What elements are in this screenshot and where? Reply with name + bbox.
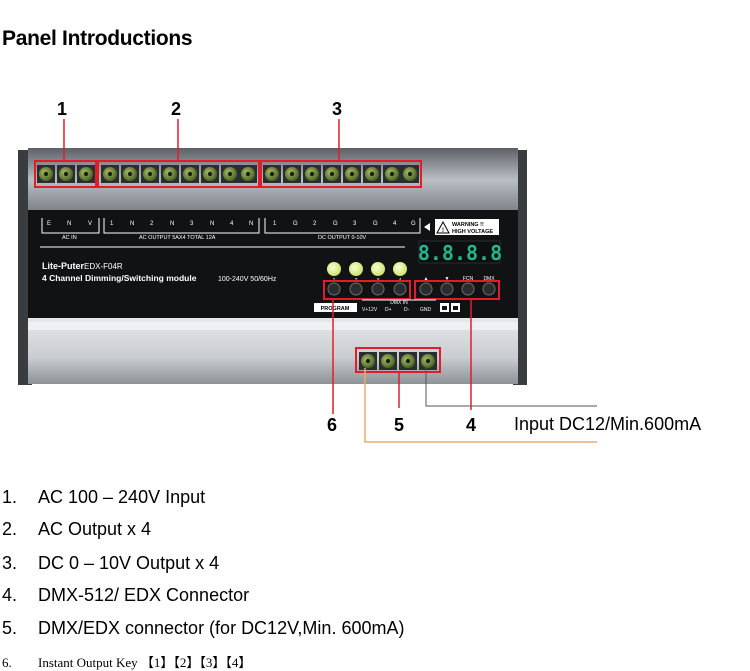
dc-output-terminals: [263, 165, 419, 183]
callout-box-4: [414, 280, 500, 300]
callout-number-5: 5: [394, 415, 405, 435]
model-name: EDX-F04R: [84, 262, 123, 271]
list-item: 1. AC 100 – 240V Input: [2, 487, 205, 508]
nav-label-down: ▼: [445, 276, 450, 282]
dmx-in-label: DMX IN: [390, 300, 408, 306]
power-lead-orange: [364, 368, 597, 443]
nav-label-up: ▲: [424, 276, 429, 282]
ac-in-letter: V: [88, 221, 92, 227]
dmx-input-terminals: [359, 352, 437, 370]
callout-box-1: [34, 160, 97, 188]
callout-number-4: 4: [466, 415, 477, 435]
dc-output-label: DC OUTPUT 0-10V: [318, 235, 367, 241]
ac-out-letter: N: [210, 221, 214, 227]
display-digits: 8.8.8.8: [418, 241, 502, 265]
ac-out-letter: 2: [150, 221, 154, 227]
list-item: 5. DMX/EDX connector (for DC12V,Min. 600m…: [2, 618, 404, 639]
ac-out-letter: 4: [230, 221, 234, 227]
channel-led-3: [371, 262, 385, 276]
warning-label: ! WARNING !! HIGH VOLTAGE: [424, 219, 499, 235]
list-item: 2. AC Output x 4: [2, 519, 151, 540]
dc-out-letter: 1: [273, 221, 277, 227]
dc-out-letter: G: [411, 221, 416, 227]
callout-number-3: 3: [332, 99, 343, 119]
list-item-text: DMX/EDX connector (for DC12V,Min. 600mA): [38, 618, 405, 638]
callout-box-6: [323, 280, 411, 300]
power-lead-gray: [425, 368, 597, 407]
nav-label-fcn: FCN: [463, 276, 474, 282]
page-title: Panel Introductions: [2, 27, 193, 50]
dmx-pin-label: GND: [420, 307, 432, 313]
ac-in-letter: E: [47, 221, 51, 227]
list-item-text: AC Output x 4: [38, 519, 152, 539]
ac-out-letter: 3: [190, 221, 194, 227]
ac-out-letter: N: [170, 221, 174, 227]
callout-number-1: 1: [57, 99, 68, 119]
dc-out-letter: G: [293, 221, 298, 227]
callout-box-3: [260, 160, 422, 188]
ac-output-label: AC OUTPUT 5AX4 TOTAL 12A: [139, 235, 216, 241]
ac-out-letter: N: [249, 221, 253, 227]
ac-in-label: AC IN: [62, 235, 77, 241]
list-item-number: 1.: [2, 487, 18, 507]
ac-output-terminals: [101, 165, 257, 183]
svg-text:WARNING !!: WARNING !!: [452, 222, 484, 228]
list-item: 4. DMX-512/ EDX Connector: [2, 585, 249, 606]
svg-text:HIGH VOLTAGE: HIGH VOLTAGE: [452, 229, 493, 235]
power-input-note: Input DC12/Min.600mA: [514, 414, 702, 434]
callout-number-2: 2: [171, 99, 182, 119]
rj45-ports: [440, 303, 460, 312]
dmx-pin-label: D+: [385, 307, 392, 313]
instant-output-keys: [327, 282, 407, 296]
list-item-number: 4.: [2, 585, 18, 605]
svg-text:!: !: [442, 228, 444, 234]
list-item-text: AC 100 – 240V Input: [38, 487, 206, 507]
seven-segment-display: [418, 240, 501, 264]
program-label: PROGRAM: [321, 306, 350, 312]
brand-logo: Lite-Puter: [42, 261, 85, 271]
ac-out-letter: 1: [110, 221, 114, 227]
dc-out-letter: 4: [393, 221, 397, 227]
navigation-keys: [419, 282, 496, 296]
device-description: 4 Channel Dimming/Switching module: [42, 273, 197, 283]
nav-label-dmx: DMX: [483, 276, 495, 282]
callout-box-5: [355, 347, 441, 373]
list-item-text: DMX-512/ EDX Connector: [38, 585, 250, 605]
channel-led-1: [327, 262, 341, 276]
list-item-number: 5.: [2, 618, 18, 638]
channel-led-4: [393, 262, 407, 276]
callout-number-6: 6: [327, 415, 338, 435]
dc-out-letter: G: [373, 221, 378, 227]
dc-out-letter: 3: [353, 221, 357, 227]
list-item-number: 3.: [2, 553, 18, 573]
dmx-pin-label: V+12V: [362, 307, 378, 313]
channel-led-2: [349, 262, 363, 276]
ac-out-letter: N: [130, 221, 134, 227]
list-item-text: Instant Output Key 【1】【2】【3】【4】: [38, 655, 252, 670]
list-item-text: DC 0 – 10V Output x 4: [38, 553, 220, 573]
dc-out-letter: G: [333, 221, 338, 227]
list-item-number: 2.: [2, 519, 18, 539]
ac-in-letter: N: [67, 221, 71, 227]
dc-out-letter: 2: [313, 221, 317, 227]
list-item: 3. DC 0 – 10V Output x 4: [2, 553, 219, 574]
device-rating: 100-240V 50/60Hz: [218, 276, 277, 283]
dmx-pin-label: D-: [404, 307, 410, 313]
ac-input-terminals: [37, 165, 95, 183]
list-item-number: 6.: [2, 655, 12, 670]
list-item: 6. Instant Output Key 【1】【2】【3】【4】: [2, 652, 251, 671]
